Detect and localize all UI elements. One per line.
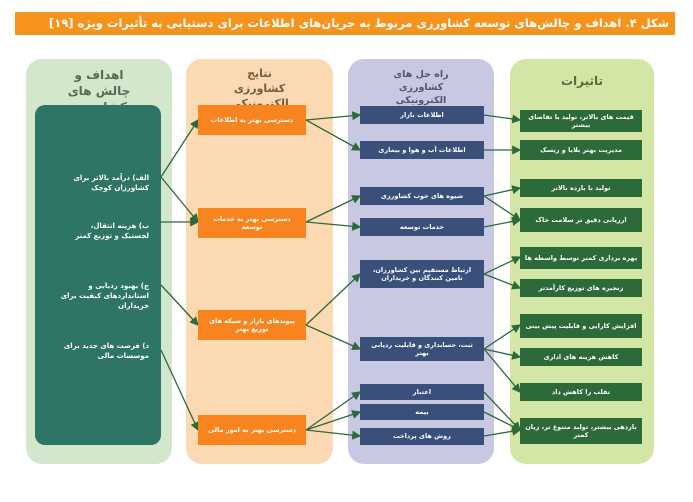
- figure-title: شکل ۴. اهداف و چالش‌های توسعه کشاورزی مر…: [15, 12, 675, 35]
- impact-box: کاهش هزینه های اداری: [520, 348, 642, 366]
- result-box: دسترسی بهتر به خدمات توسعه: [198, 208, 306, 238]
- challenge-item: ج) بهبود ردیابی و استانداردهای کیفیت برا…: [60, 282, 149, 311]
- solution-box: اعتبار: [360, 384, 484, 400]
- solution-box: شیوه های خوب کشاورزی: [360, 187, 484, 205]
- solution-box: خدمات توسعه: [360, 218, 484, 236]
- solution-box: بیمه: [360, 404, 484, 420]
- solution-box: روش های پرداخت: [360, 428, 484, 445]
- impact-box: افزایش کارایی و قابلیت پیش بینی: [520, 314, 642, 338]
- solution-box: ثبت، حسابداری و قابلیت ردیابی بهتر: [360, 337, 484, 361]
- impact-box: بازدهی بیشتر، تولید متنوع تر، زیان کمتر: [520, 418, 642, 444]
- impact-box: ارزیابی دقیق تر سلامت خاک: [520, 208, 642, 232]
- impact-box: زنجیره های توزیع کارآمدتر: [520, 279, 642, 297]
- challenge-item: د) فرصت های جدید برای موسسات مالی: [63, 342, 149, 361]
- solution-box: ارتباط مستقیم بین کشاورزان، تامین کنندگا…: [360, 260, 484, 288]
- result-box: دسترسی بهتر به امور مالی: [198, 415, 306, 445]
- challenge-item: الف) درآمد بالاتر برای کشاورزان کوچک: [73, 174, 149, 193]
- solution-box: اطلاعات بازار: [360, 106, 484, 124]
- result-box: پیوندهای بازار و شبکه های توزیع بهتر: [198, 310, 306, 340]
- impact-box: بهره برداری کمتر توسط واسطه ها: [520, 247, 642, 269]
- impact-box: قیمت های بالاتر، تولید با تقاضای بیشتر: [520, 110, 642, 132]
- result-box: دسترسی بهتر به اطلاعات: [198, 105, 306, 135]
- impact-box: مدیریت بهتر بلایا و ریسک: [520, 140, 642, 160]
- impacts-title: تاثیرات: [560, 74, 604, 88]
- impact-box: تقلب را کاهش داد: [520, 383, 642, 401]
- challenges-list: الف) درآمد بالاتر برای کشاورزان کوچک ب) …: [35, 105, 161, 445]
- solutions-title: راه حل های کشاورزی الکترونیکی: [393, 69, 449, 106]
- impact-box: تولید با بازده بالاتر: [520, 179, 642, 197]
- solution-box: اطلاعات آب و هوا و بیماری: [360, 141, 484, 159]
- challenge-item: ب) هزینه انتقال، لجستیک و توزیع کمتر: [75, 222, 149, 241]
